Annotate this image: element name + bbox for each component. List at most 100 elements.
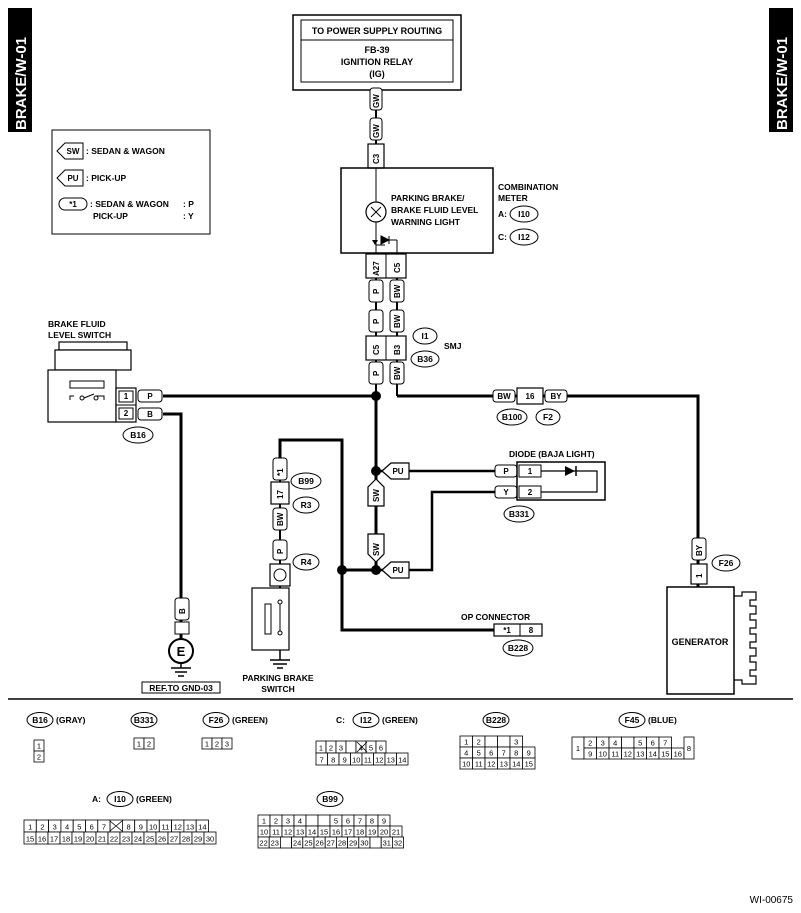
f26-pin: 1	[205, 740, 209, 749]
meter-label-2: METER	[498, 193, 528, 203]
b99-pin: 13	[296, 828, 304, 837]
legend-star-line1: : SEDAN & WAGON	[90, 199, 169, 209]
diode-wire-p: P	[503, 467, 509, 476]
f45-id: F45	[625, 715, 640, 725]
f45-pin: 5	[638, 739, 642, 748]
fluid-switch-label-1: BRAKE FLUID	[48, 319, 106, 329]
conn-b36: B36	[417, 354, 433, 364]
wire-by-1: BY	[550, 392, 562, 401]
wire-bw-4: BW	[497, 392, 511, 401]
i10-pin: 23	[122, 835, 130, 844]
b228-pin: 13	[500, 760, 508, 769]
pin-gen-1: 1	[695, 573, 704, 578]
i12-prefix: C:	[336, 715, 345, 725]
conn-b99: B99	[298, 476, 314, 486]
conn-r4: R4	[301, 557, 312, 567]
b228-pin: 9	[527, 749, 531, 758]
wire-bw-2: BW	[393, 314, 402, 328]
wire-b-label-1: B	[147, 410, 153, 419]
side-tag-right-text: BRAKE/W-01	[774, 37, 791, 130]
b99-pin: 26	[315, 839, 323, 848]
op-star-label: *1	[503, 626, 511, 635]
wire-p-3: P	[372, 370, 381, 376]
wire-bw-parking: BW	[276, 512, 285, 526]
b228-pin: 3	[514, 738, 518, 747]
i12-pin: 5	[369, 744, 373, 753]
conn-b16: B16	[130, 430, 146, 440]
conn-b331: B331	[509, 509, 530, 519]
conn-f26: F26	[719, 558, 734, 568]
f45-oval	[618, 712, 646, 728]
junction-pu-upper	[371, 466, 381, 476]
wire-b-ground: B B E REF.TO GND-03	[137, 407, 221, 694]
i10-pin: 10	[149, 823, 157, 832]
wire-bw-1: BW	[393, 284, 402, 298]
smj-label: SMJ	[444, 341, 462, 351]
pin-b3: B3	[393, 344, 402, 355]
sw-arrow-lower-icon	[367, 533, 385, 563]
op-connector: OP CONNECTOR *1 8 B228	[461, 612, 543, 657]
f45-pin: 12	[624, 750, 632, 759]
b228-oval	[482, 712, 510, 728]
wire-bw-3: BW	[393, 366, 402, 380]
b99-pin: 6	[346, 817, 350, 826]
i10-pin: 25	[146, 835, 154, 844]
b228-pin: 5	[477, 749, 481, 758]
i10-oval	[106, 791, 134, 807]
pin-diode-2: 2	[528, 488, 533, 497]
f45-pin: 2	[588, 739, 592, 748]
pin-16: 16	[526, 392, 535, 401]
f26-oval	[202, 712, 230, 728]
lamp-label-3: WARNING LIGHT	[391, 217, 461, 227]
f26-pin: 2	[215, 740, 219, 749]
b228-pin: 15	[525, 760, 533, 769]
b16-oval	[26, 712, 54, 728]
i12-pin: 2	[329, 744, 333, 753]
b99-pin: 20	[380, 828, 388, 837]
b99-pin: 31	[383, 839, 391, 848]
pin-c3: C3	[372, 153, 381, 164]
i10-pin: 3	[53, 823, 57, 832]
pin-fluid-2: 2	[124, 409, 129, 418]
legend-sw-tag: SW	[67, 147, 80, 156]
b331-pin: 1	[137, 740, 141, 749]
legend-pu-tag: PU	[67, 174, 78, 183]
legend-sw-text: : SEDAN & WAGON	[86, 146, 165, 156]
b16-pin: 2	[37, 753, 41, 762]
sw-arrow-upper-icon	[367, 478, 385, 507]
i12-pin: 9	[343, 756, 347, 765]
wire-p-fluid-label: P	[147, 392, 153, 401]
conn-b228: B228	[508, 643, 529, 653]
i10-pin: 13	[186, 823, 194, 832]
power-box-title: TO POWER SUPPLY ROUTING	[312, 26, 442, 36]
meter-output-wires: A27 C5 P BW P BW C5 B3 I1 SMJ B36 P BW	[365, 253, 462, 396]
i10-pin: 21	[98, 835, 106, 844]
combination-meter: PARKING BRAKE/ BRAKE FLUID LEVEL WARNING…	[340, 167, 558, 254]
b331-oval	[130, 712, 158, 728]
wire-gw-label-2: GW	[372, 124, 381, 138]
diagram-id: WI-00675	[750, 895, 794, 906]
wire-gw: GW GW C3	[367, 87, 385, 169]
b99-pin: 28	[338, 839, 346, 848]
b99-oval	[316, 791, 344, 807]
fluid-switch-label-2: LEVEL SWITCH	[48, 330, 111, 340]
b331-pin: 2	[147, 740, 151, 749]
b16-color: (GRAY)	[56, 715, 86, 725]
side-tag-right: BRAKE/W-01	[769, 8, 793, 132]
pin-17: 17	[276, 490, 285, 499]
diode-wire-y: Y	[503, 488, 509, 497]
ground-e-text: E	[177, 644, 186, 659]
b228-pin: 4	[464, 749, 468, 758]
i10-pin: 9	[139, 823, 143, 832]
b99-pin: 16	[332, 828, 340, 837]
i10-pin: 17	[50, 835, 58, 844]
op-pin-8: 8	[529, 626, 534, 635]
i10-pin: 2	[40, 823, 44, 832]
power-box-line1: FB-39	[364, 45, 389, 55]
b99-pin: 17	[344, 828, 352, 837]
i10-color: (GREEN)	[136, 794, 172, 804]
i10-pin: 27	[170, 835, 178, 844]
b99-pin: 8	[370, 817, 374, 826]
pu-upper-label: PU	[392, 467, 403, 476]
f26-pin: 3	[225, 740, 229, 749]
